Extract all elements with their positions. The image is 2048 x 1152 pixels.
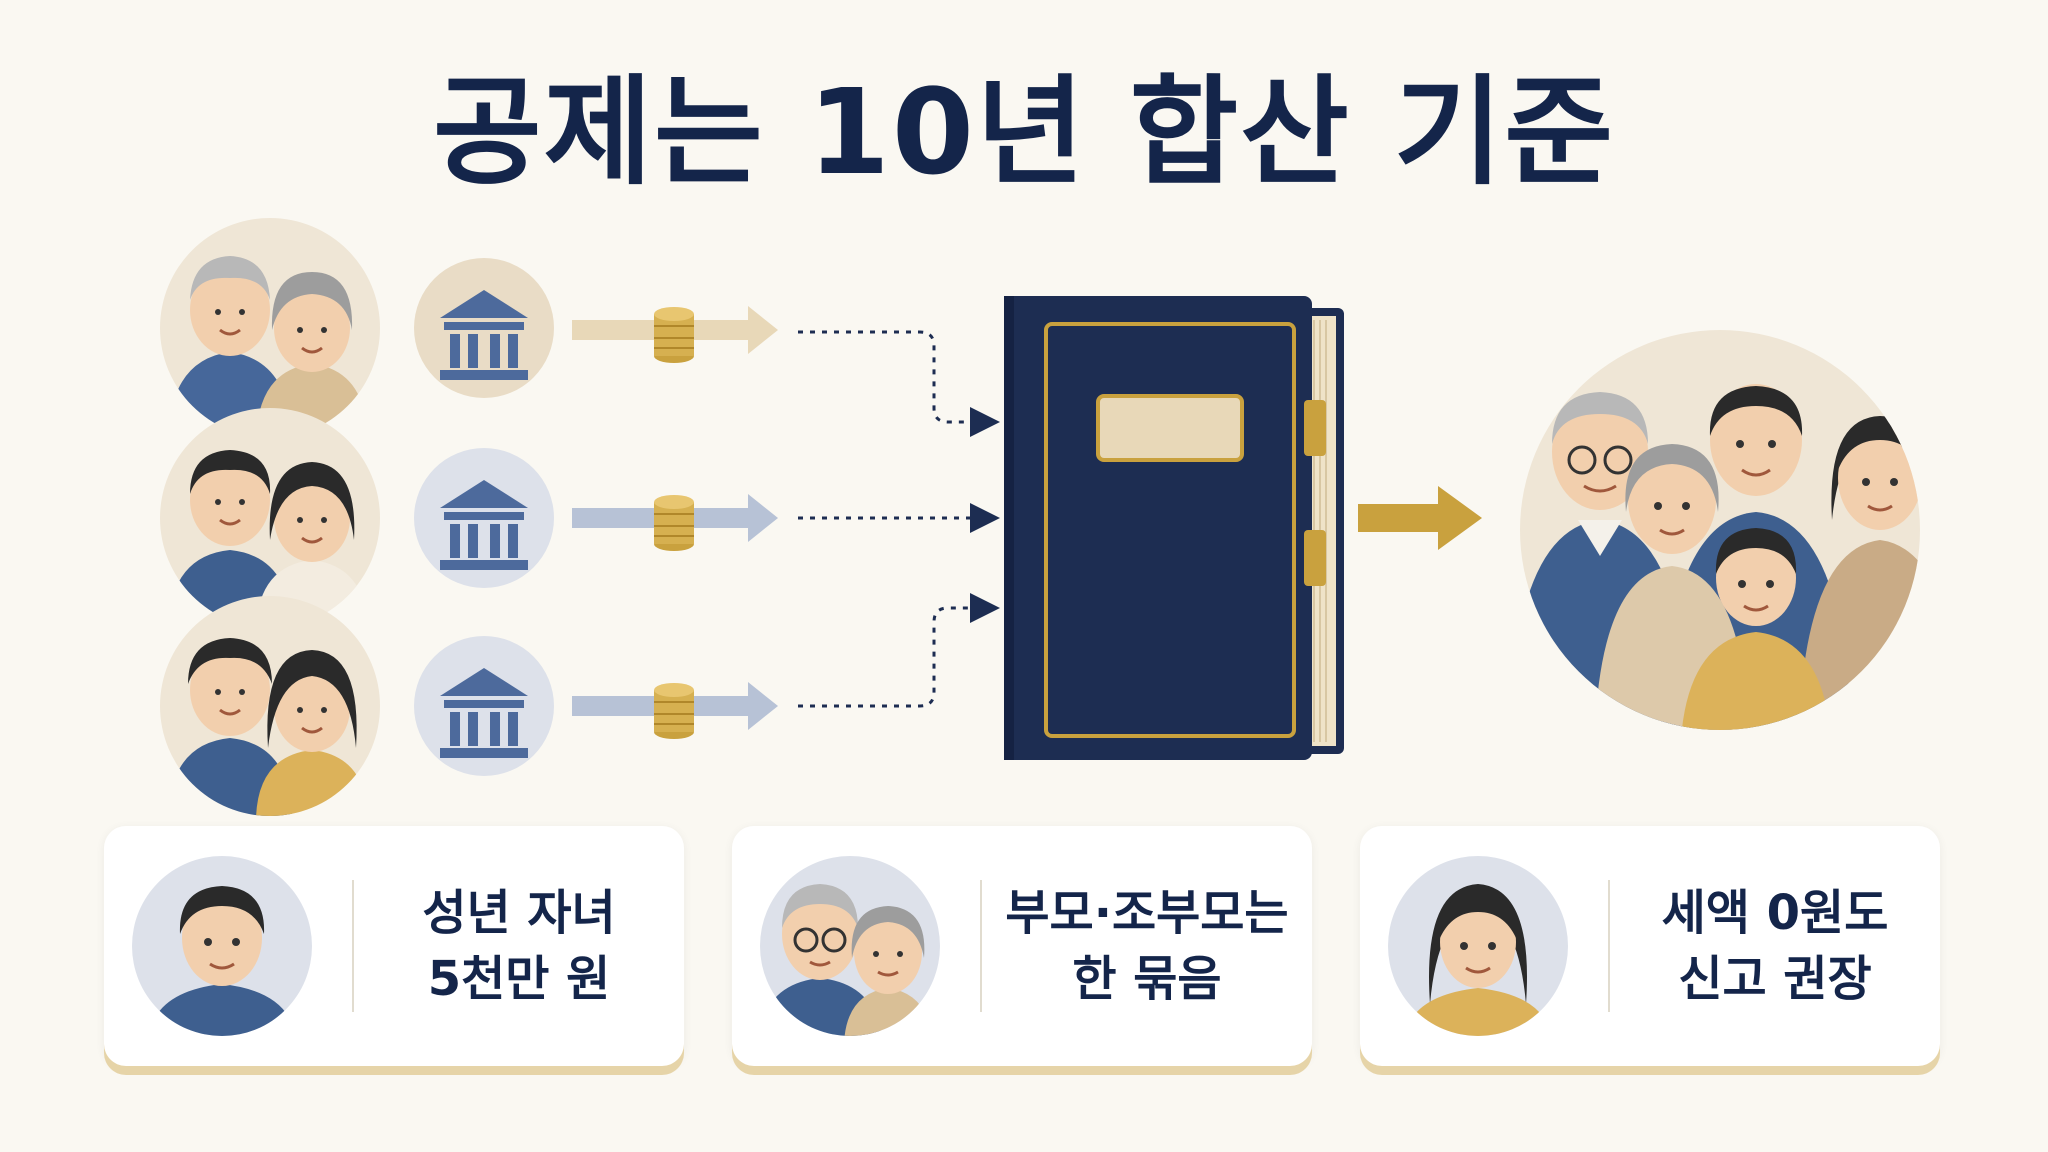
card-divider xyxy=(1608,880,1610,1012)
bank-icon xyxy=(414,636,554,776)
card-1-line-2: 5천만 원 xyxy=(427,951,611,1007)
grandparents-couple-icon xyxy=(160,218,380,438)
card-2-line-1: 부모·조부모는 xyxy=(1005,885,1289,941)
card-3-line-2: 신고 권장 xyxy=(1678,951,1872,1007)
card-3-line-1: 세액 0원도 xyxy=(1661,885,1889,941)
coin-stack-icon xyxy=(654,495,694,551)
grandparents-avatar xyxy=(760,856,940,1036)
adult-daughter-avatar xyxy=(1388,856,1568,1036)
adult-son-avatar xyxy=(132,856,312,1036)
young-couple-icon xyxy=(160,596,380,816)
bank-icon xyxy=(414,258,554,398)
ledger-book-icon xyxy=(1004,296,1344,760)
coin-stack-icon xyxy=(654,307,694,363)
card-2-line-2: 한 묶음 xyxy=(1072,951,1222,1007)
dotted-connector-3 xyxy=(798,593,1000,708)
info-card-adult-child: 성년 자녀 5천만 원 xyxy=(104,826,684,1066)
info-card-zero-tax: 세액 0원도 신고 권장 xyxy=(1360,826,1940,1066)
coin-stack-icon xyxy=(654,683,694,739)
card-divider xyxy=(980,880,982,1012)
bank-icon xyxy=(414,448,554,588)
family-icon xyxy=(1520,330,1920,730)
output-arrow xyxy=(1358,486,1482,550)
card-divider xyxy=(352,880,354,1012)
info-card-grandparents: 부모·조부모는 한 묶음 xyxy=(732,826,1312,1066)
page-title: 공제는 10년 합산 기준 xyxy=(433,63,1615,201)
card-1-line-1: 성년 자녀 xyxy=(422,885,616,941)
dotted-connector-1 xyxy=(798,330,1000,437)
